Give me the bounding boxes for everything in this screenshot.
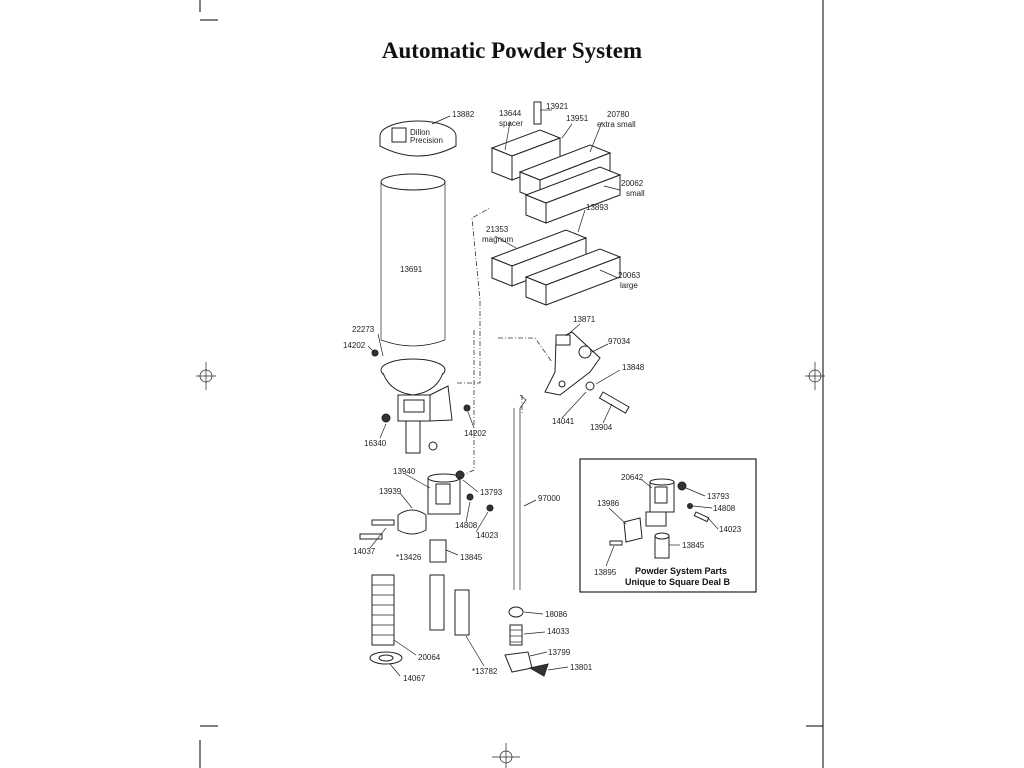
spring-13871 xyxy=(555,334,571,346)
knob-13793 xyxy=(455,470,465,480)
bracket-13799 xyxy=(504,651,533,673)
label-97034: 97034 xyxy=(608,337,631,346)
charge-bar-21353 xyxy=(490,229,588,287)
label-21353: 21353 xyxy=(486,225,509,234)
label-22273: 22273 xyxy=(352,325,375,334)
label-14041: 14041 xyxy=(552,417,575,426)
cap-logo-line2: Precision xyxy=(410,136,443,145)
label-20062: 20062 xyxy=(621,179,644,188)
screw-14202-side xyxy=(463,404,471,412)
inset-square-deal-b: 20642 13793 14808 13986 14023 13845 1389… xyxy=(579,458,757,593)
screw-13921 xyxy=(533,101,542,125)
inset-label-13895: 13895 xyxy=(594,568,617,577)
guide-line-bellcrank xyxy=(498,337,553,363)
label-14067: 14067 xyxy=(403,674,426,683)
label-21353-size: magnum xyxy=(482,235,513,244)
charge-bar-13644-spacer xyxy=(490,129,562,181)
powder-tube xyxy=(380,173,446,347)
label-13793: 13793 xyxy=(480,488,503,497)
label-18086: 18086 xyxy=(545,610,568,619)
inset-label-13845: 13845 xyxy=(682,541,705,550)
bolts-14037 xyxy=(359,519,395,540)
inset-screw-13895 xyxy=(609,540,623,546)
label-14202-top: 14202 xyxy=(343,341,366,350)
page-title: Automatic Powder System xyxy=(381,38,643,63)
washer-14041 xyxy=(585,381,595,391)
charge-bar-20062 xyxy=(524,166,622,224)
inset-powder-die xyxy=(645,478,675,527)
label-20780: 20780 xyxy=(607,110,630,119)
hopper-cap: Dillon Precision xyxy=(379,120,457,157)
label-16340: 16340 xyxy=(364,439,387,448)
label-97000: 97000 xyxy=(538,494,561,503)
bolt-13904 xyxy=(598,391,630,414)
inset-screw-14808 xyxy=(687,503,693,509)
label-14033: 14033 xyxy=(547,627,570,636)
sleeve-13845 xyxy=(429,539,447,563)
label-13644: 13644 xyxy=(499,109,522,118)
clamp-13939 xyxy=(397,509,427,535)
inset-label-13986: 13986 xyxy=(597,499,620,508)
powder-measure-body xyxy=(380,358,453,454)
screw-14023 xyxy=(486,504,494,512)
label-13939: 13939 xyxy=(379,487,402,496)
inset-label-14808: 14808 xyxy=(713,504,736,513)
leader-lines xyxy=(367,109,621,677)
label-20064: 20064 xyxy=(418,653,441,662)
label-13893: 13893 xyxy=(586,203,609,212)
label-13848: 13848 xyxy=(622,363,645,372)
part-labels: 13882 13691 22273 14202 14202 16340 1394… xyxy=(343,102,645,683)
guide-line-vertical xyxy=(447,330,475,483)
inset-bracket-13986 xyxy=(623,517,643,543)
label-13426: *13426 xyxy=(396,553,422,562)
bellcrank-97034 xyxy=(544,331,601,396)
label-13940: 13940 xyxy=(393,467,416,476)
inset-screw-14023 xyxy=(693,511,710,523)
label-20063: 20063 xyxy=(618,271,641,280)
label-14202-side: 14202 xyxy=(464,429,487,438)
registration-mark-right xyxy=(805,362,825,390)
label-13951: 13951 xyxy=(566,114,589,123)
label-13882: 13882 xyxy=(452,110,475,119)
label-14037: 14037 xyxy=(353,547,376,556)
inset-title-line2: Unique to Square Deal B xyxy=(625,577,731,587)
label-13904: 13904 xyxy=(590,423,613,432)
screw-14808 xyxy=(466,493,474,501)
label-13845: 13845 xyxy=(460,553,483,562)
label-13801: 13801 xyxy=(570,663,593,672)
screw-16340 xyxy=(381,413,391,423)
label-13871: 13871 xyxy=(573,315,596,324)
label-14023: 14023 xyxy=(476,531,499,540)
inset-knob-13793 xyxy=(677,481,687,491)
label-13782: *13782 xyxy=(472,667,498,676)
label-13691: 13691 xyxy=(400,265,423,274)
nut-14067 xyxy=(369,651,403,665)
clip-13801 xyxy=(528,663,549,677)
label-13799: 13799 xyxy=(548,648,571,657)
label-13644-spacer: spacer xyxy=(499,119,523,128)
label-20062-size: small xyxy=(626,189,645,198)
label-20063-size: large xyxy=(620,281,638,290)
label-20780-size: extra small xyxy=(597,120,636,129)
charge-bar-20063 xyxy=(524,248,622,306)
funnel-13426 xyxy=(429,574,445,631)
inset-title-line1: Powder System Parts xyxy=(635,566,727,576)
registration-mark-left xyxy=(196,362,216,390)
inset-label-14023: 14023 xyxy=(719,525,742,534)
cap-logo-line1: Dillon xyxy=(410,128,430,137)
inset-label-20642: 20642 xyxy=(621,473,644,482)
collar-18086 xyxy=(508,606,524,618)
inset-label-13793: 13793 xyxy=(707,492,730,501)
rod-97000 xyxy=(513,394,527,590)
label-14808: 14808 xyxy=(455,521,478,530)
funnel-13782 xyxy=(454,589,470,636)
label-13921: 13921 xyxy=(546,102,569,111)
powder-die xyxy=(427,473,461,515)
spring-14033 xyxy=(509,624,523,646)
registration-mark-bottom xyxy=(492,743,520,768)
spring-20064 xyxy=(371,574,395,646)
crop-marks xyxy=(199,0,824,768)
